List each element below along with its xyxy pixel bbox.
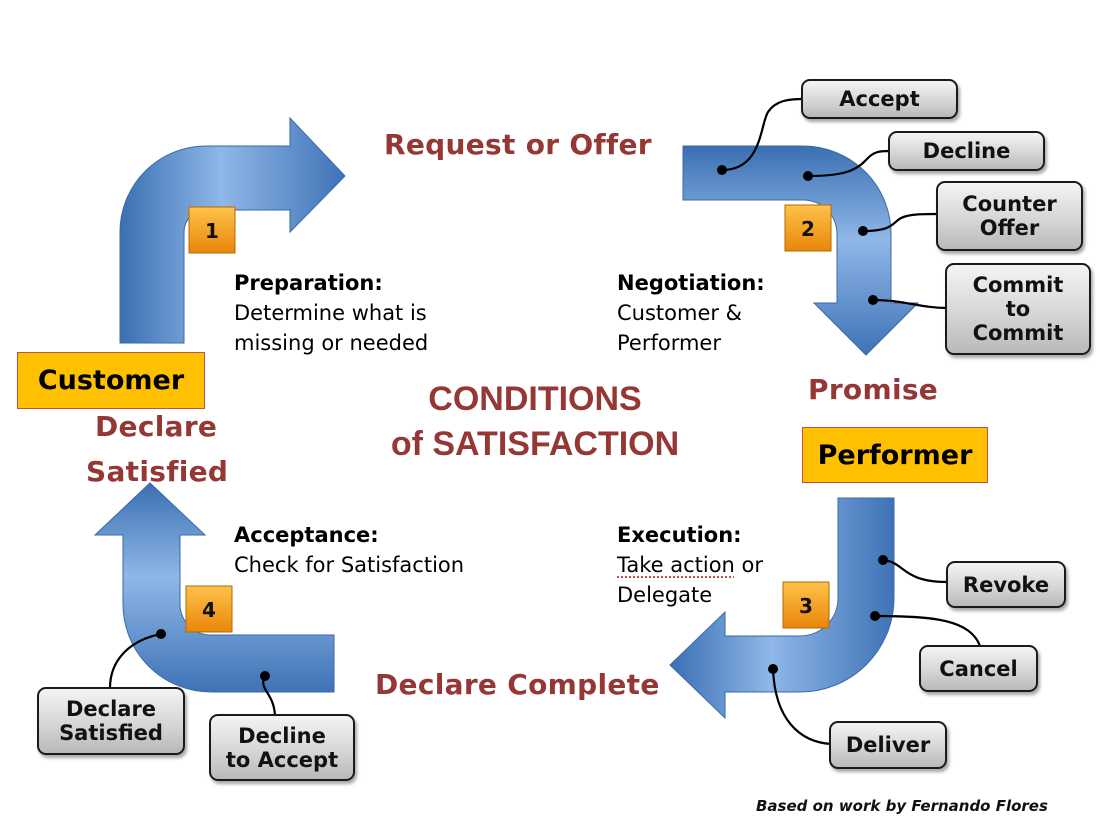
phase-execution: Execution: Take action or Delegate bbox=[617, 520, 763, 610]
connector-accept bbox=[721, 97, 804, 172]
decline-action-box: Decline bbox=[888, 131, 1045, 171]
negotiation-line1: Customer & bbox=[617, 301, 743, 325]
center-title-line1: CONDITIONS bbox=[428, 380, 642, 418]
phase-negotiation: Negotiation: Customer & Performer bbox=[617, 268, 765, 358]
preparation-line1: Determine what is bbox=[234, 301, 427, 325]
arrow-execution bbox=[669, 497, 895, 720]
execution-title: Execution: bbox=[617, 523, 742, 547]
dot-declare-satisfied bbox=[156, 629, 166, 639]
dot-revoke bbox=[878, 555, 888, 565]
connector-counter-offer bbox=[862, 212, 939, 233]
heading-declare-satisfied-line1: Declare bbox=[95, 410, 218, 443]
declare-satisfied-line2: Satisfied bbox=[59, 721, 163, 745]
step-number-3: 3 bbox=[799, 594, 813, 618]
commit-line3: Commit bbox=[972, 321, 1064, 345]
dot-cancel bbox=[870, 611, 880, 621]
negotiation-line2: Performer bbox=[617, 331, 721, 355]
connector-commit bbox=[872, 298, 948, 310]
execution-line1: Take action or bbox=[617, 550, 763, 580]
dot-deliver bbox=[768, 664, 778, 674]
step-badge-1: 1 bbox=[188, 206, 236, 254]
connector-deliver bbox=[771, 668, 832, 746]
negotiation-title: Negotiation: bbox=[617, 271, 765, 295]
decline-to-accept-line2: to Accept bbox=[225, 747, 339, 772]
revoke-action-box: Revoke bbox=[946, 561, 1066, 608]
phase-acceptance: Acceptance: Check for Satisfaction bbox=[234, 520, 464, 580]
counter-offer-line1: Counter bbox=[962, 192, 1057, 216]
connector-revoke bbox=[882, 558, 948, 584]
accept-action-box: Accept bbox=[801, 79, 958, 119]
connector-declare-satisfied bbox=[108, 632, 162, 689]
acceptance-title: Acceptance: bbox=[234, 523, 379, 547]
preparation-title: Preparation: bbox=[234, 271, 383, 295]
dot-commit bbox=[868, 295, 878, 305]
heading-declare-satisfied-line2: Satisfied bbox=[86, 455, 229, 488]
connector-dots bbox=[156, 165, 888, 681]
customer-role-box: Customer bbox=[17, 352, 205, 409]
step-badge-2: 2 bbox=[784, 204, 832, 252]
step-badge-4: 4 bbox=[185, 585, 233, 633]
arrow-preparation bbox=[119, 116, 346, 344]
credit-text: Based on work by Fernando Flores bbox=[756, 797, 1048, 815]
step-number-4: 4 bbox=[202, 598, 216, 622]
heading-declare-complete: Declare Complete bbox=[375, 668, 660, 701]
connector-cancel bbox=[874, 614, 982, 647]
dot-counter-offer bbox=[858, 226, 868, 236]
execution-or: or bbox=[734, 553, 764, 577]
commit-line1: Commit bbox=[972, 273, 1064, 297]
phase-preparation: Preparation: Determine what is missing o… bbox=[234, 268, 428, 358]
counter-offer-line2: Offer bbox=[979, 216, 1040, 240]
heading-request-or-offer: Request or Offer bbox=[384, 128, 652, 161]
step-badges: 1 2 3 4 bbox=[185, 204, 832, 633]
dot-decline-to-accept bbox=[260, 671, 270, 681]
center-title-line2: of SATISFACTION bbox=[390, 425, 680, 463]
execution-take-action: Take action bbox=[617, 553, 735, 577]
dot-accept bbox=[717, 165, 727, 175]
cancel-action-box: Cancel bbox=[919, 645, 1038, 692]
deliver-action-box: Deliver bbox=[829, 721, 947, 769]
step-number-1: 1 bbox=[205, 219, 219, 243]
execution-line2: Delegate bbox=[617, 583, 713, 607]
connector-lines bbox=[108, 97, 982, 746]
heading-promise: Promise bbox=[808, 373, 939, 406]
dot-decline bbox=[803, 171, 813, 181]
commit-line2: to bbox=[1005, 297, 1031, 321]
step-badge-3: 3 bbox=[782, 581, 830, 629]
connector-decline bbox=[807, 149, 891, 178]
step-number-2: 2 bbox=[801, 217, 815, 241]
performer-role-box: Performer bbox=[802, 427, 988, 483]
center-title: CONDITIONS of SATISFACTION bbox=[315, 377, 755, 467]
declare-satisfied-line1: Declare bbox=[65, 697, 157, 721]
preparation-line2: missing or needed bbox=[234, 331, 429, 355]
decline-to-accept-line1: Decline bbox=[238, 723, 326, 748]
acceptance-line1: Check for Satisfaction bbox=[234, 553, 465, 577]
